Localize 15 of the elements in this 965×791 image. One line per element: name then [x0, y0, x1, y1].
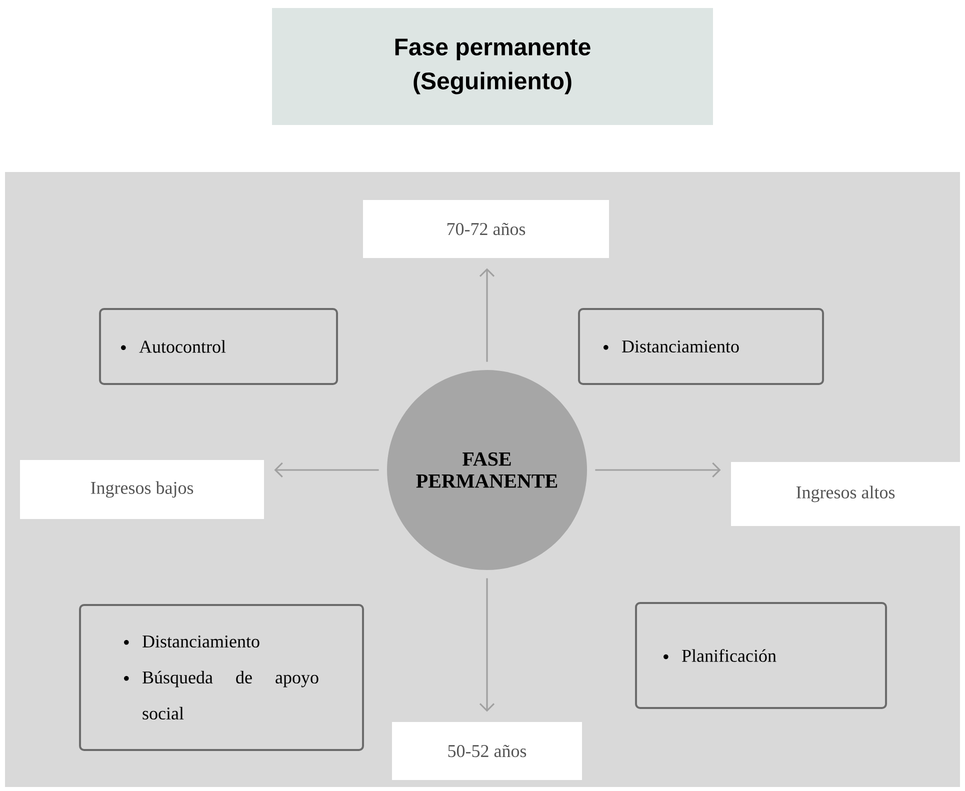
list-box: Distanciamiento — [578, 308, 824, 385]
node-label: Ingresos altos — [796, 486, 895, 502]
list-box: Distanciamiento Búsqueda de apoyo social — [79, 604, 364, 751]
label-box: Ingresos altos — [731, 462, 960, 526]
title-box: Fase permanente (Seguimiento) — [272, 8, 713, 125]
label-box: Ingresos bajos — [20, 460, 264, 519]
label-box: 50-52 años — [392, 722, 582, 780]
list-box: Autocontrol — [99, 308, 338, 385]
circle-node: FASE PERMANENTE — [387, 370, 587, 570]
arrow — [479, 578, 495, 712]
arrow — [595, 462, 721, 478]
arrow — [479, 268, 495, 362]
list-box: Planificación — [635, 602, 887, 709]
arrow — [274, 462, 379, 478]
label-box: 70-72 años — [363, 200, 609, 258]
